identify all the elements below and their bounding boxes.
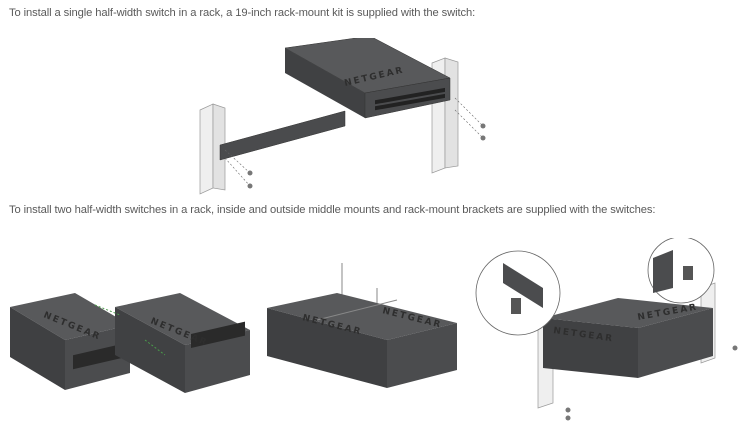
figure-dual-switch-rack-brackets: NETGEAR NETGEAR — [475, 238, 738, 421]
intro-single-switch: To install a single half-width switch in… — [9, 7, 476, 19]
figure-dual-switch-inside-mount: NETGEAR NETGEAR — [10, 293, 250, 393]
intro-dual-switch: To install two half-width switches in a … — [9, 204, 656, 216]
figure-single-switch-rack-mount: NETGEAR — [199, 38, 486, 195]
figure-dual-switch-joined: NETGEAR NETGEAR — [267, 263, 457, 388]
